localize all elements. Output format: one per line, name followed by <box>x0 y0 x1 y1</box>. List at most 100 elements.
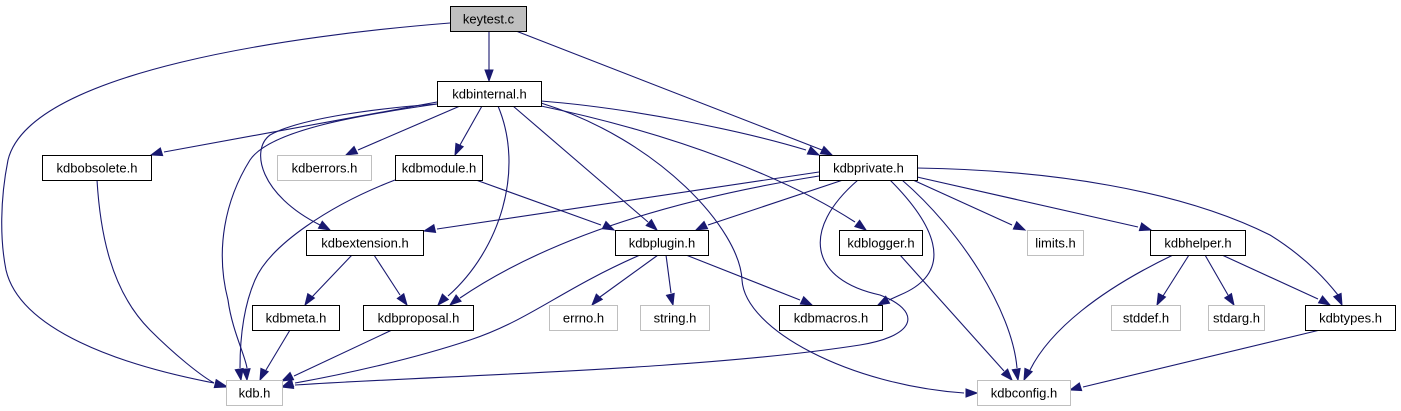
node-kdbhelper-h[interactable]: kdbhelper.h <box>1150 230 1246 256</box>
edge-line <box>540 100 807 151</box>
arrowhead-icon <box>965 388 979 398</box>
node-box <box>42 155 152 181</box>
edge-kdbprivate-h-to-kdbplugin-h <box>694 179 844 231</box>
node-box <box>437 81 542 107</box>
edge-kdbprivate-h-to-kdbhelper-h <box>916 176 1153 232</box>
arrowhead-icon <box>876 295 891 306</box>
node-box <box>395 155 483 181</box>
node-stddef-h: stddef.h <box>1111 305 1181 331</box>
edge-kdbprivate-h-to-kdbmacros-h <box>876 179 935 306</box>
edge-kdbprivate-h-to-kdbproposal-h <box>448 175 820 306</box>
node-kdbplugin-h[interactable]: kdbplugin.h <box>615 230 709 256</box>
node-box <box>549 305 618 331</box>
node-kdbmacros-h[interactable]: kdbmacros.h <box>779 305 883 331</box>
arrowhead-icon <box>422 223 437 234</box>
node-kdbinternal-h[interactable]: kdbinternal.h <box>437 81 542 107</box>
node-label: limits.h <box>1035 236 1075 251</box>
edge-line <box>163 101 438 153</box>
edge-kdbinternal-h-to-kdbplugin-h <box>512 105 659 231</box>
edge-kdbinternal-h-to-kdb-h <box>221 103 438 382</box>
edge-line <box>357 105 461 151</box>
arrowhead-icon <box>665 292 675 307</box>
node-label: stdarg.h <box>1213 311 1260 326</box>
arrowhead-icon <box>1317 295 1332 306</box>
edge-kdbprivate-h-to-kdb-h <box>280 179 909 390</box>
node-stdarg-h: stdarg.h <box>1208 305 1265 331</box>
node-box <box>615 230 709 256</box>
edge-line <box>599 254 659 298</box>
node-box <box>306 230 424 256</box>
edge-line <box>459 175 820 299</box>
node-label: kdbobsolete.h <box>57 161 138 176</box>
edge-line <box>221 103 438 369</box>
arrowhead-icon <box>853 219 868 231</box>
node-label: stddef.h <box>1123 311 1169 326</box>
edge-kdbinternal-h-to-kdbproposal-h <box>437 105 510 307</box>
node-label: keytest.c <box>463 12 515 27</box>
edge-line <box>1204 254 1229 296</box>
arrowhead-icon <box>1068 382 1083 392</box>
arrowhead-icon <box>591 293 604 307</box>
arrowhead-icon <box>280 378 295 388</box>
edge-line <box>311 254 353 298</box>
arrowhead-icon <box>1011 367 1021 382</box>
edge-line <box>1 22 451 384</box>
edge-line <box>540 102 965 394</box>
edge-kdbinternal-h-to-kdbobsolete-h <box>149 101 438 157</box>
node-kdblogger-h[interactable]: kdblogger.h <box>839 230 923 256</box>
node-kdbtypes-h[interactable]: kdbtypes.h <box>1305 305 1396 331</box>
arrowhead-icon <box>344 145 359 156</box>
node-label: kdbtypes.h <box>1319 311 1382 326</box>
edge-kdblogger-h-to-kdbconfig-h <box>899 254 1013 382</box>
edge-line <box>475 179 602 226</box>
edge-line <box>239 179 396 369</box>
node-kdb-h: kdb.h <box>226 380 283 406</box>
node-box <box>819 155 918 181</box>
edge-kdbmodule-h-to-kdbplugin-h <box>475 179 616 231</box>
node-kdbmeta-h[interactable]: kdbmeta.h <box>252 305 340 331</box>
arrowhead-icon <box>484 69 494 83</box>
edge-line <box>899 254 1005 372</box>
node-kdbproposal-h[interactable]: kdbproposal.h <box>363 305 474 331</box>
edge-line <box>1221 254 1319 300</box>
edge-kdbprivate-h-to-limits-h <box>912 179 1027 231</box>
node-label: kdbextension.h <box>321 236 408 251</box>
node-label: kdbprivate.h <box>833 161 904 176</box>
edge-line <box>265 329 291 371</box>
node-keytest-c[interactable]: keytest.c <box>450 6 527 32</box>
edge-line <box>459 105 483 146</box>
node-string-h: string.h <box>640 305 710 331</box>
node-kdbmodule-h[interactable]: kdbmodule.h <box>395 155 483 181</box>
arrowhead-icon <box>149 147 164 157</box>
node-box <box>1208 305 1265 331</box>
edge-kdbmeta-h-to-kdb-h <box>259 329 291 382</box>
node-label: kdbmacros.h <box>794 311 868 326</box>
edge-line <box>912 179 1013 226</box>
node-label: kdblogger.h <box>847 236 914 251</box>
edge-kdbprivate-h-to-kdbextension-h <box>422 171 820 234</box>
arrowhead-icon <box>213 379 228 389</box>
node-box <box>252 305 340 331</box>
node-box <box>1027 230 1084 256</box>
node-kdbextension-h[interactable]: kdbextension.h <box>306 230 424 256</box>
node-kdbobsolete-h[interactable]: kdbobsolete.h <box>42 155 152 181</box>
edge-kdbhelper-h-to-kdbtypes-h <box>1221 254 1332 306</box>
arrowhead-icon <box>454 142 465 157</box>
edge-kdbinternal-h-to-kdbconfig-h <box>540 102 979 398</box>
edge-line <box>1162 254 1190 297</box>
arrowhead-icon <box>1000 368 1013 382</box>
edge-kdbextension-h-to-kdbmeta-h <box>304 254 353 307</box>
arrowhead-icon <box>304 292 316 307</box>
arrowhead-icon <box>1223 292 1235 307</box>
node-kdbprivate-h[interactable]: kdbprivate.h <box>819 155 918 181</box>
node-errno-h: errno.h <box>549 305 618 331</box>
edge-kdbhelper-h-to-kdbconfig-h <box>1023 254 1174 382</box>
edge-kdbinternal-h-to-kdblogger-h <box>540 105 868 231</box>
node-box <box>1111 305 1181 331</box>
arrowhead-icon <box>437 293 450 307</box>
edge-line <box>540 105 856 223</box>
node-box <box>363 305 474 331</box>
edge-kdbinternal-h-to-kdbmodule-h <box>454 105 483 157</box>
